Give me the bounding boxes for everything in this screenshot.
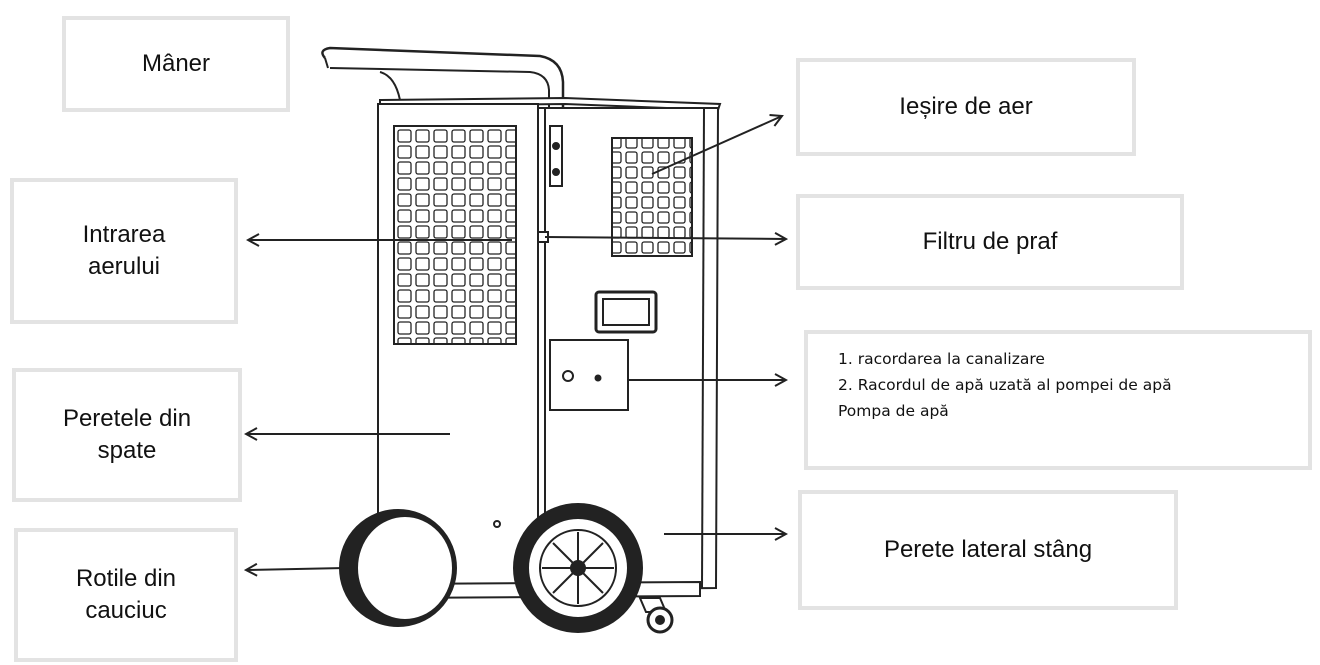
label-air-intake: Intrarea aerului — [10, 178, 238, 324]
label-dust-filter-text: Filtru de praf — [922, 227, 1058, 255]
label-back-wall-text: Peretele din spate — [62, 404, 192, 464]
air-intake-grille — [393, 125, 517, 345]
callout-arrows — [246, 116, 786, 570]
drain-item-2: 2. Racordul de apă uzată al pompei de ap… — [838, 376, 1172, 394]
label-back-wall: Peretele din spate — [12, 368, 242, 502]
arrow-air-outlet — [651, 116, 782, 175]
drain-item-1: 1. racordarea la canalizare — [838, 350, 1045, 368]
label-rubber-wheels-text: Rotile din cauciuc — [75, 564, 177, 624]
front-wheel — [513, 503, 643, 633]
dehumidifier-unit — [321, 46, 722, 634]
label-dust-filter: Filtru de praf — [796, 194, 1184, 290]
label-left-side-wall: Perete lateral stâng — [798, 490, 1178, 610]
label-air-outlet-text: Ieșire de aer — [899, 92, 1033, 120]
label-drain-connections: 1. racordarea la canalizare 2. Racordul … — [804, 330, 1312, 470]
label-left-side-wall-text: Perete lateral stâng — [883, 535, 1093, 563]
handle-bar — [321, 46, 565, 220]
label-air-intake-text: Intrarea aerului — [82, 220, 166, 280]
label-rubber-wheels: Rotile din cauciuc — [14, 528, 238, 662]
label-handle-text: Mâner — [141, 49, 211, 77]
caster-wheel — [638, 597, 674, 634]
label-handle: Mâner — [62, 16, 290, 112]
rear-wheel — [339, 509, 457, 627]
arrow-rubber-wheels — [246, 568, 346, 570]
arrow-dust-filter — [544, 237, 786, 239]
drain-panel — [549, 339, 629, 411]
drain-item-3: Pompa de apă — [838, 402, 949, 420]
label-air-outlet: Ieșire de aer — [796, 58, 1136, 156]
